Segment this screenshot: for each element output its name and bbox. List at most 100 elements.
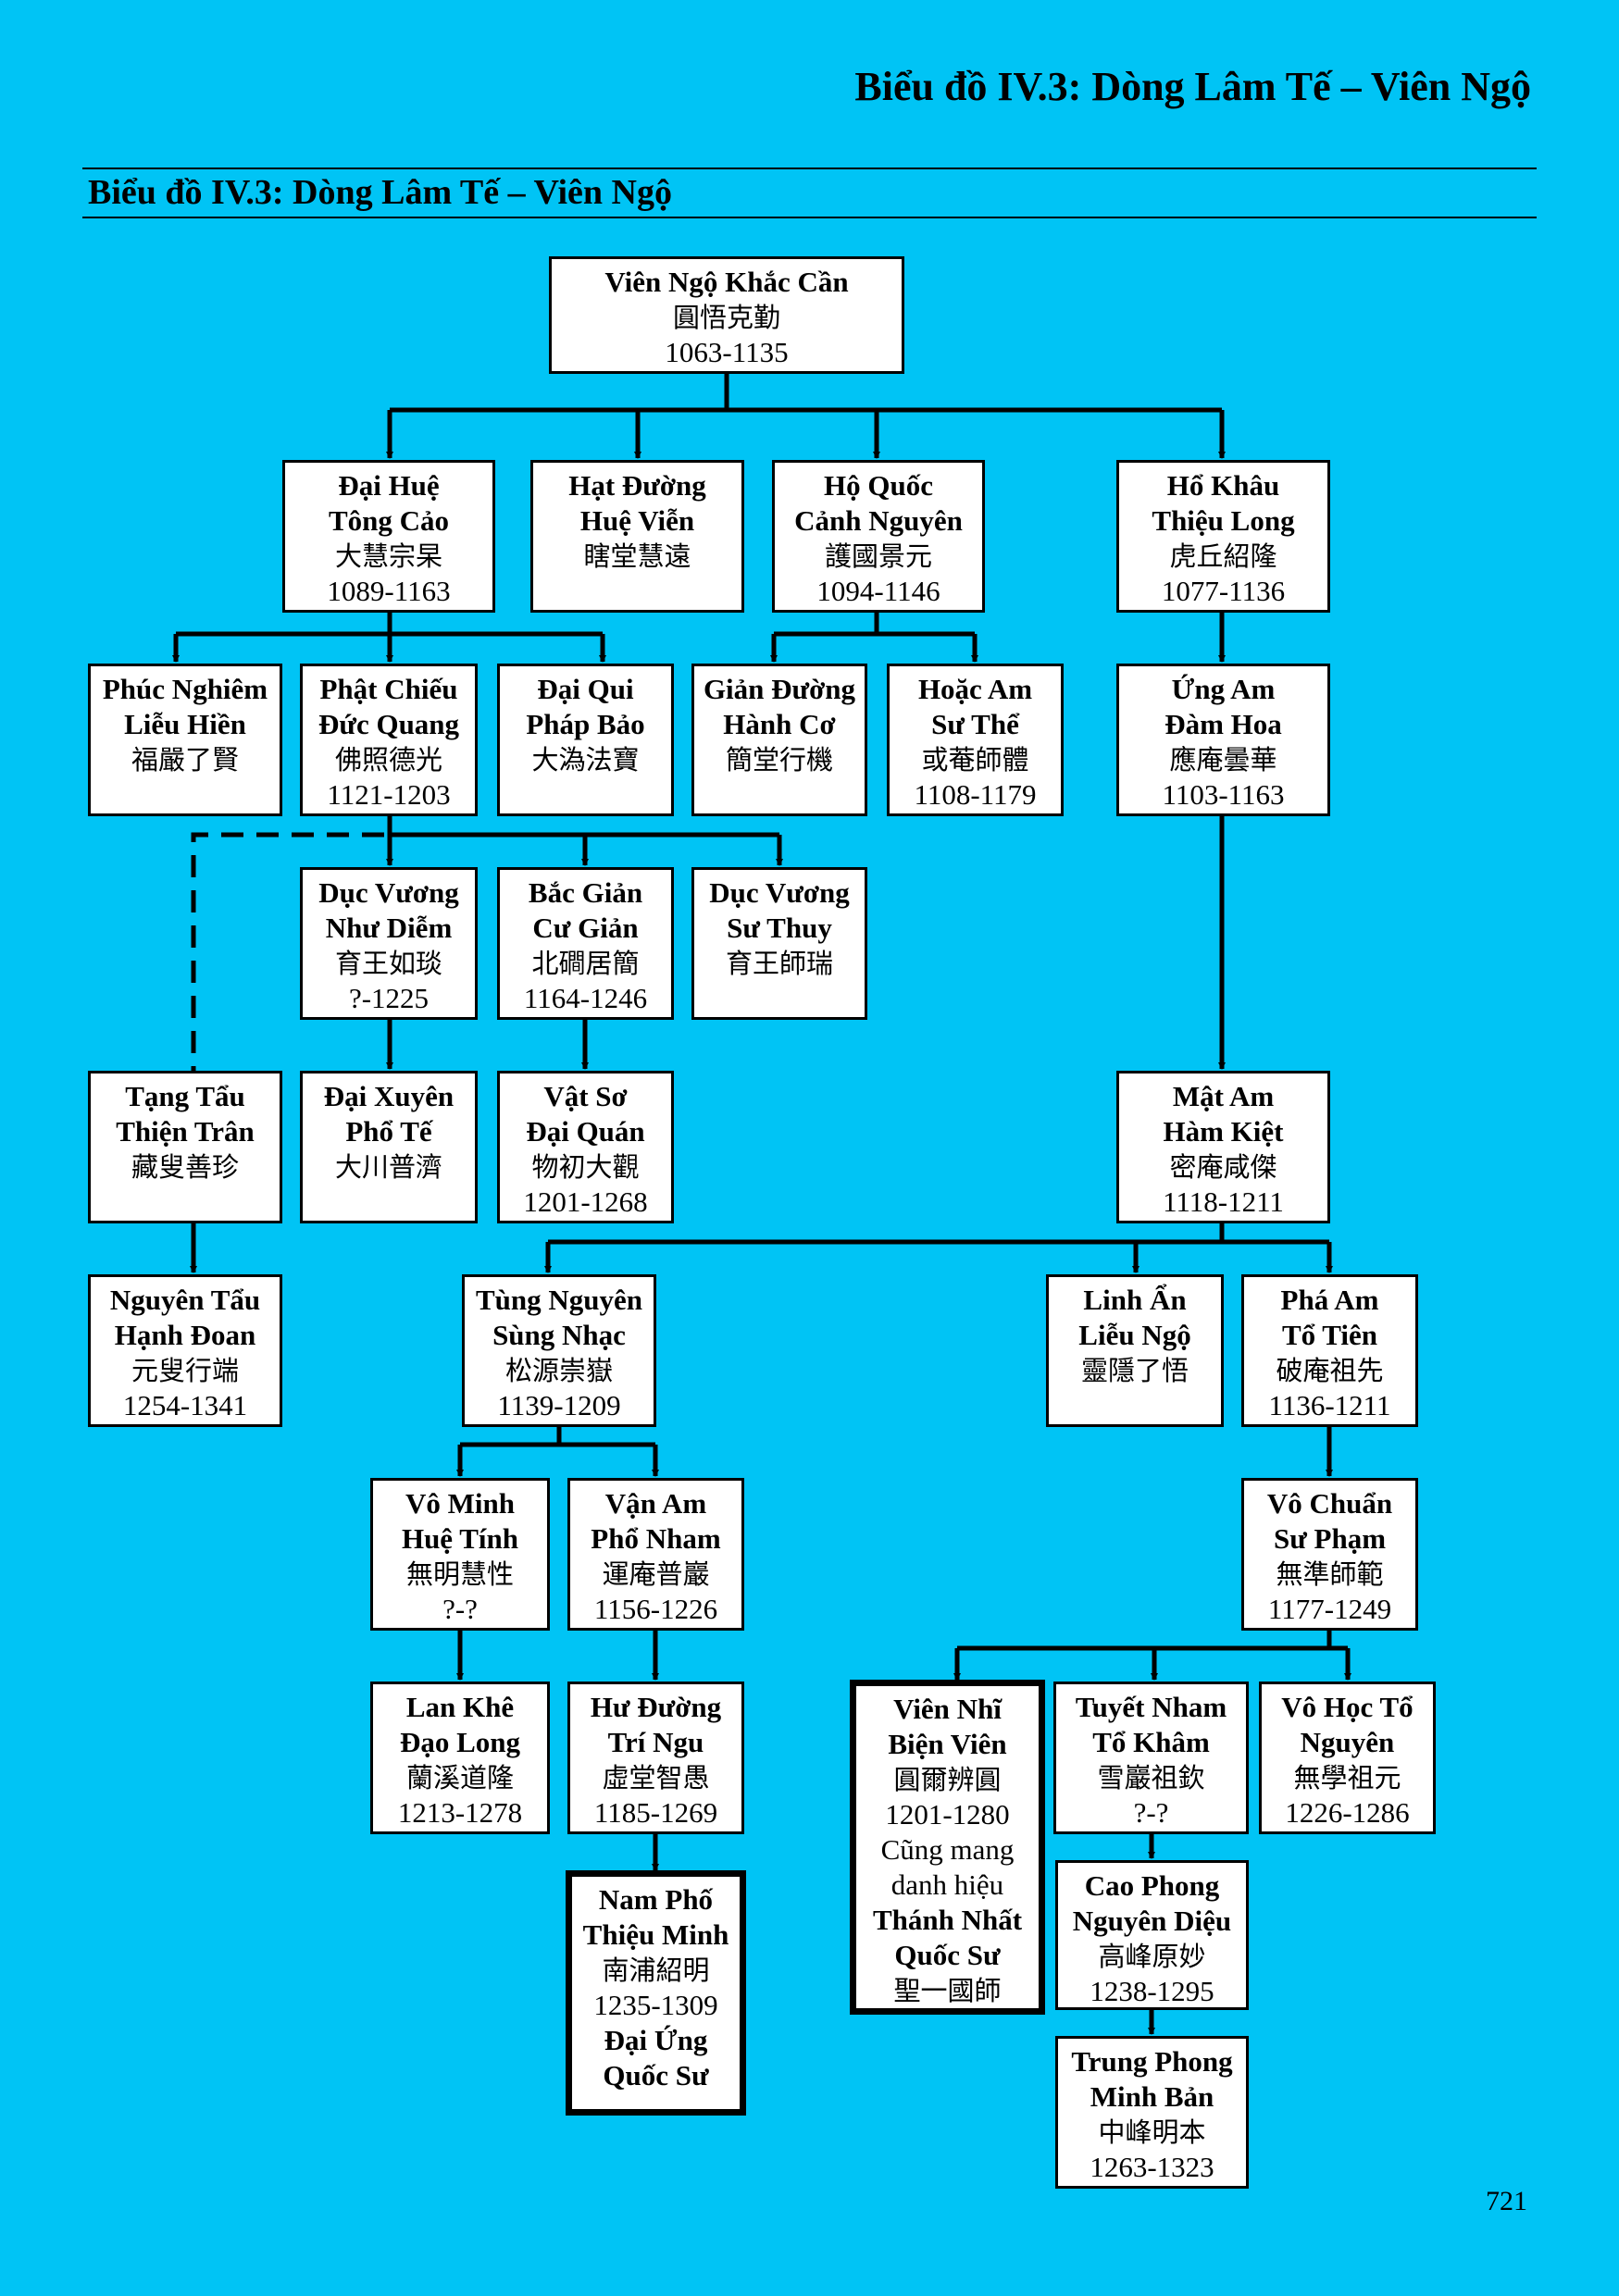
node-name-line: Cư Giản [532,912,639,944]
node-name-line: Ứng Am [1171,673,1276,705]
node-name-line: Đại Xuyên [323,1080,455,1112]
node-name-line: Sư Phạm [1273,1522,1387,1555]
node-name-line: Cảnh Nguyên [794,504,963,537]
node-chinese-name: 松源崇嶽 [504,1355,613,1386]
node-chinese-name: 瞎堂慧遠 [583,540,691,572]
node-name-line: Trung Phong [1071,2045,1233,2078]
node-name-line: Đại Ứng [604,2024,708,2056]
node-name-line: Linh Ẩn [1083,1284,1187,1316]
node-chinese-name: 虎丘紹隆 [1169,540,1277,572]
node-name-line: Hoặc Am [917,673,1033,705]
connector [957,1631,1348,1651]
node-info-line: 1226-1286 [1285,1796,1410,1829]
node-chinese-name: 福嚴了賢 [131,744,239,776]
node-chinese-name: 聖一國師 [893,1975,1002,2006]
node-chinese-name: 元叟行端 [131,1355,239,1386]
node-name-line: Tùng Nguyên [475,1284,643,1316]
node-chinese-name: 雪巖祖欽 [1097,1762,1205,1793]
node-info-line: ?-1225 [348,982,430,1014]
node-name-line: Trí Ngu [607,1726,704,1758]
node-name-line: Cao Phong [1084,1869,1220,1902]
node-info-line: 1156-1226 [593,1593,718,1625]
node-name-line: Phúc Nghiêm [102,673,268,705]
node-name-line: Đức Quang [318,708,460,740]
node-name-line: Hàm Kiệt [1163,1115,1284,1148]
node-info-line: 1089-1163 [327,575,451,607]
node-chinese-name: 育王師瑞 [725,948,833,979]
node-name-line: Nguyên [1300,1726,1395,1758]
node-name-line: Huệ Viễn [579,504,695,537]
node-chinese-name: 運庵普巖 [602,1558,710,1590]
node-name-line: Dục Vương [318,876,459,909]
node-name-line: Liễu Hiền [124,708,246,740]
node-chinese-name: 大溈法寶 [531,744,640,776]
node-chinese-name: 靈隱了悟 [1080,1355,1189,1386]
node-name-line: Hành Cơ [723,708,836,740]
node-chinese-name: 或菴師體 [921,744,1029,776]
node-name-line: Tổ Tiên [1281,1319,1378,1351]
node-info-line: 1213-1278 [397,1796,523,1829]
node-info-line: 1238-1295 [1090,1975,1214,2007]
node-chinese-name: 密庵咸傑 [1169,1151,1277,1183]
connector [390,374,1222,413]
node-info-line: 1139-1209 [497,1389,621,1421]
header-rule-bottom [82,217,1537,218]
node-chinese-name: 佛照德光 [334,744,442,776]
node-name-line: Hộ Quốc [824,469,933,502]
node-name-line: Bắc Giản [528,876,643,909]
node-info-line: 1103-1163 [1162,778,1285,811]
node-info-line: ?-? [1133,1796,1169,1829]
node-chinese-name: 南浦紹明 [602,1955,710,1986]
node-info-line: ?-? [442,1593,478,1625]
node-info-line: 1077-1136 [1161,575,1286,607]
node-chinese-name: 大川普濟 [334,1151,442,1183]
node-name-line: Đàm Hoa [1164,708,1282,740]
connector [176,613,603,637]
connector [548,1223,1329,1245]
node-name-line: Đại Huệ [338,469,440,502]
node-name-line: Như Diễm [325,912,453,944]
node-info-line: 1177-1249 [1267,1593,1392,1625]
node-name-line: Hổ Khâu [1166,469,1280,502]
node-chinese-name: 破庵祖先 [1276,1355,1384,1386]
node-name-line: Quốc Sư [894,1939,1001,1971]
node-info-line: 1121-1203 [327,778,451,811]
node-chinese-name: 高峰原妙 [1098,1941,1206,1972]
node-name-line: Viên Nhĩ [893,1693,1002,1725]
node-info-line: 1063-1135 [665,336,789,368]
node-chinese-name: 育王如琰 [334,948,442,979]
diagram-title: Biểu đồ IV.3: Dòng Lâm Tế – Viên Ngộ [88,173,672,212]
node-name-line: Sư Thuy [727,912,832,944]
node-chinese-name: 無明慧性 [405,1558,514,1590]
node-name-line: Nguyên Tẩu [109,1284,261,1316]
node-chinese-name: 中峰明本 [1098,2116,1206,2148]
node-chinese-name: 大慧宗杲 [334,540,442,572]
node-name-line: Tuyết Nham [1075,1691,1227,1723]
node-name-line: Pháp Bảo [526,708,645,740]
node-chinese-name: 圓爾辨圓 [893,1764,1002,1795]
node-chinese-name: 無準師範 [1276,1558,1384,1590]
node-name-line: Biện Viên [888,1728,1007,1760]
node-info-line: 1118-1211 [1163,1185,1284,1218]
node-name-line: Hạnh Đoan [114,1319,256,1351]
connector [387,816,779,838]
node-info-line: 1094-1146 [816,575,940,607]
node-chinese-name: 虛堂智愚 [602,1762,710,1793]
node-name-line: Sư Thể [931,708,1019,740]
